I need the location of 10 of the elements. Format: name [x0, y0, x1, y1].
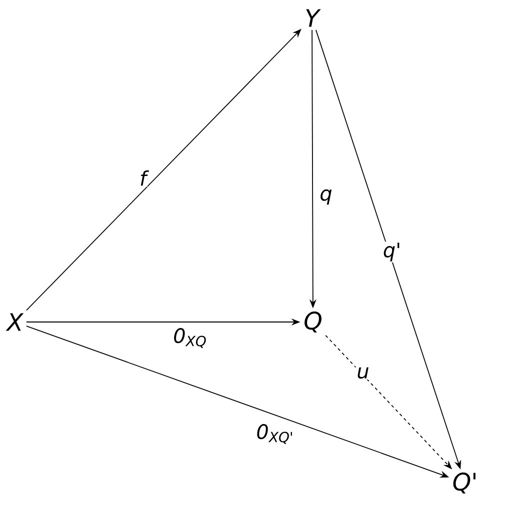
edge-label: 0$_{XQ'}$	[255, 423, 295, 445]
edge-label: 0$_{XQ}$	[172, 327, 208, 349]
edge-label: f	[138, 169, 150, 187]
node-label: Y	[306, 9, 321, 27]
edge-label: q	[318, 188, 334, 206]
node-label: Q	[304, 312, 322, 332]
edge-label: q'	[382, 242, 402, 262]
node-label: X	[6, 313, 24, 331]
node-label: Q'	[453, 472, 476, 494]
edge-label: u	[356, 366, 370, 380]
